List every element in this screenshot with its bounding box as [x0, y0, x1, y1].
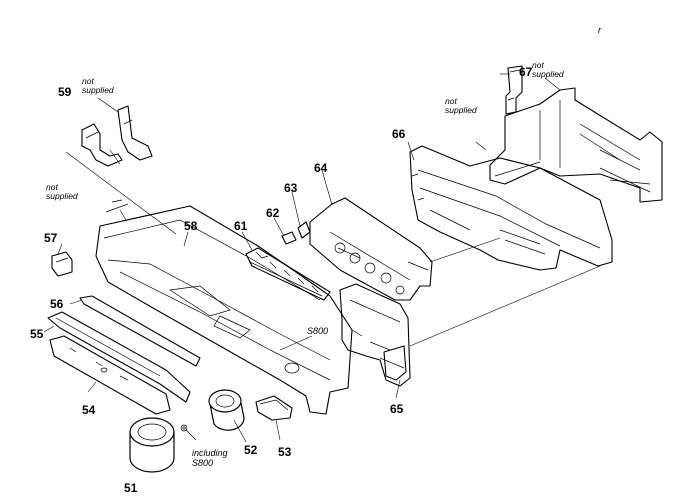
part-56-strip	[69, 295, 201, 367]
label-part-59: 59	[58, 85, 72, 99]
label-part-55: 55	[30, 327, 44, 341]
part-63-bracket	[291, 191, 311, 239]
label-part-52: 52	[244, 443, 258, 457]
svg-text:supplied: supplied	[445, 105, 477, 115]
svg-text:including: including	[192, 448, 228, 458]
svg-text:supplied: supplied	[82, 85, 114, 95]
note-not-supplied-58: not supplied	[46, 182, 78, 201]
label-part-57: 57	[44, 231, 58, 245]
note-s800: S800	[307, 326, 328, 336]
svg-text:supplied: supplied	[46, 191, 78, 201]
label-part-53: 53	[278, 445, 292, 459]
label-part-58: 58	[184, 219, 198, 233]
svg-text:not: not	[532, 60, 544, 70]
part-65-side-chassis	[339, 283, 411, 399]
label-part-62: 62	[266, 206, 280, 220]
assembly-guide-lines	[65, 149, 601, 351]
rear-chassis-panel	[489, 77, 663, 203]
part-55-window	[43, 311, 191, 403]
svg-text:not: not	[82, 76, 94, 86]
svg-text:S800: S800	[192, 458, 213, 468]
label-part-61: 61	[234, 219, 248, 233]
label-part-67: 67	[519, 65, 533, 79]
note-not-supplied-59: not supplied	[82, 76, 114, 95]
note-including-s800: including S800	[192, 448, 228, 468]
corner-mark: r	[598, 25, 602, 35]
part-59-bracket	[81, 97, 153, 167]
part-53-slider-cap	[255, 395, 293, 441]
part-52-knob	[208, 389, 247, 443]
label-part-65: 65	[390, 402, 404, 416]
part-64-board	[309, 169, 433, 301]
part-62-clip	[273, 217, 297, 245]
part-57-clip	[51, 243, 73, 277]
part-66-frame	[407, 141, 613, 271]
label-part-56: 56	[50, 297, 64, 311]
part-58-front-bezel	[95, 199, 353, 415]
washer-part	[180, 424, 197, 441]
svg-text:not: not	[46, 182, 58, 192]
part-61-button-assembly	[241, 231, 331, 301]
svg-text:not: not	[445, 96, 457, 106]
label-part-66: 66	[392, 127, 406, 141]
svg-text:supplied: supplied	[532, 69, 564, 79]
note-not-supplied-66: not supplied	[445, 96, 477, 115]
note-not-supplied-67: not supplied	[532, 60, 564, 79]
label-part-54: 54	[82, 403, 96, 417]
label-part-64: 64	[314, 161, 328, 175]
label-part-51: 51	[124, 481, 138, 495]
label-part-63: 63	[284, 181, 298, 195]
part-54-front-plate	[49, 335, 171, 415]
part-51-large-knob	[129, 417, 175, 473]
